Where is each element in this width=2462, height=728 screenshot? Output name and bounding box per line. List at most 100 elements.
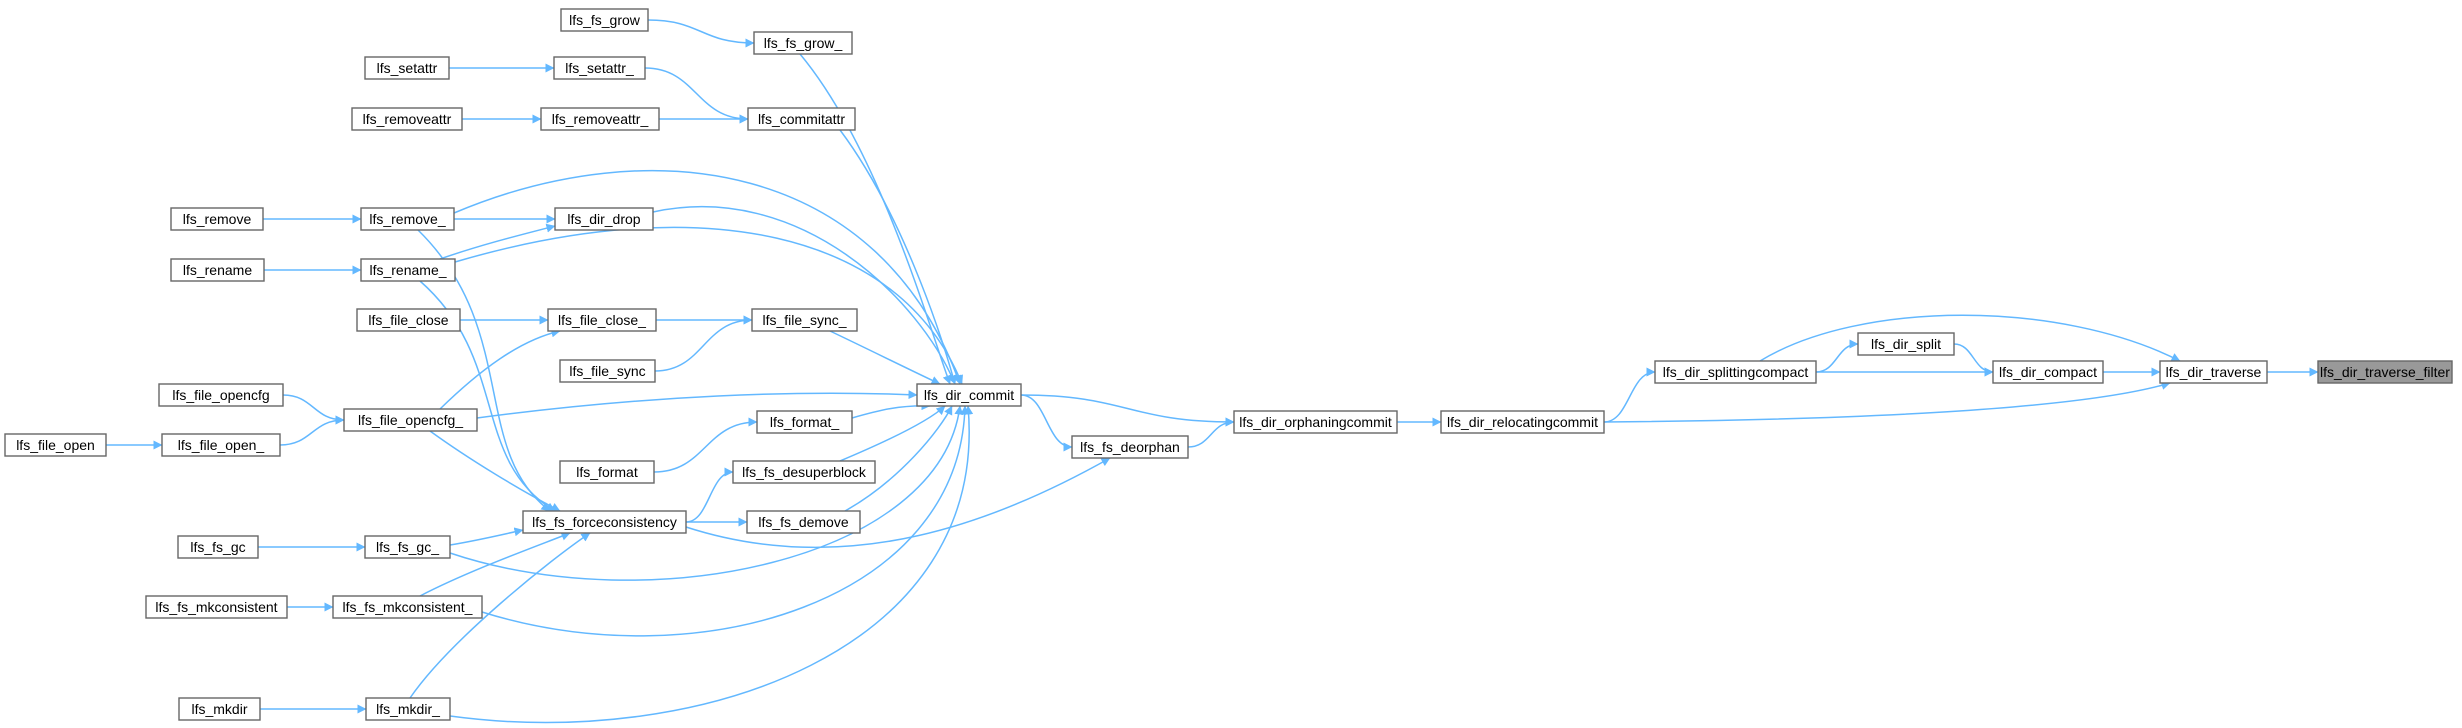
node-lfs_remove_[interactable]: lfs_remove_ <box>360 207 455 231</box>
node-lfs_file_close_[interactable]: lfs_file_close_ <box>547 308 657 332</box>
node-box <box>1654 360 1817 384</box>
node-lfs_fs_mkconsistent_[interactable]: lfs_fs_mkconsistent_ <box>332 595 483 619</box>
edge-lfs_fs_mkconsistent_-to-lfs_dir_commit <box>481 405 970 637</box>
node-lfs_fs_grow[interactable]: lfs_fs_grow <box>560 8 649 32</box>
node-label: lfs_fs_grow_ <box>764 35 843 51</box>
node-lfs_file_opencfg_[interactable]: lfs_file_opencfg_ <box>343 408 478 432</box>
node-lfs_file_opencfg[interactable]: lfs_file_opencfg <box>158 383 284 407</box>
node-lfs_dir_relocatingcommit[interactable]: lfs_dir_relocatingcommit <box>1440 410 1605 434</box>
node-lfs_removeattr_[interactable]: lfs_removeattr_ <box>540 107 660 131</box>
edge-lfs_mkdir_-to-lfs_fs_forceconsistency <box>409 532 591 699</box>
node-box <box>522 510 687 534</box>
edge-lfs_fs_mkconsistent_-to-lfs_fs_forceconsistency <box>419 531 571 597</box>
node-label: lfs_format_ <box>770 414 839 430</box>
node-lfs_setattr[interactable]: lfs_setattr <box>364 56 450 80</box>
node-label: lfs_file_open <box>16 437 95 453</box>
node-label: lfs_remove <box>183 211 252 227</box>
node-label: lfs_setattr <box>377 60 438 76</box>
node-box <box>747 107 856 131</box>
node-lfs_mkdir[interactable]: lfs_mkdir <box>178 697 261 721</box>
node-label: lfs_dir_orphaningcommit <box>1239 414 1392 430</box>
node-box <box>753 31 853 55</box>
node-label: lfs_removeattr_ <box>552 111 649 127</box>
node-box <box>540 107 660 131</box>
node-lfs_file_sync[interactable]: lfs_file_sync <box>559 359 656 383</box>
node-label: lfs_format <box>576 464 638 480</box>
node-box <box>916 383 1022 407</box>
node-lfs_commitattr[interactable]: lfs_commitattr <box>747 107 856 131</box>
node-lfs_dir_compact[interactable]: lfs_dir_compact <box>1992 360 2104 384</box>
node-box <box>178 697 261 721</box>
node-lfs_fs_desuperblock[interactable]: lfs_fs_desuperblock <box>732 460 876 484</box>
node-lfs_rename_[interactable]: lfs_rename_ <box>360 258 456 282</box>
edge-lfs_file_opencfg_-to-lfs_dir_commit <box>476 390 918 419</box>
node-box <box>145 595 288 619</box>
edge-lfs_dir_drop-to-lfs_dir_commit <box>652 206 956 385</box>
edge-lfs_fs_grow-to-lfs_fs_grow_ <box>647 19 755 48</box>
node-label: lfs_fs_grow <box>569 12 641 28</box>
node-lfs_fs_grow_[interactable]: lfs_fs_grow_ <box>753 31 853 55</box>
node-label: lfs_dir_splittingcompact <box>1663 364 1809 380</box>
edge-lfs_fs_desuperblock-to-lfs_dir_commit <box>839 405 946 462</box>
node-lfs_format[interactable]: lfs_format <box>559 460 655 484</box>
edge-lfs_dir_splittingcompact-to-lfs_dir_split <box>1815 339 1859 373</box>
node-lfs_dir_traverse[interactable]: lfs_dir_traverse <box>2159 360 2268 384</box>
node-lfs_rename[interactable]: lfs_rename <box>170 258 265 282</box>
node-lfs_remove[interactable]: lfs_remove <box>170 207 264 231</box>
node-label: lfs_dir_relocatingcommit <box>1447 414 1598 430</box>
node-lfs_fs_demove[interactable]: lfs_fs_demove <box>746 510 861 534</box>
edge-lfs_file_opencfg-to-lfs_file_opencfg_ <box>282 394 345 425</box>
node-lfs_removeattr[interactable]: lfs_removeattr <box>351 107 463 131</box>
node-lfs_file_open[interactable]: lfs_file_open <box>4 433 107 457</box>
node-label: lfs_file_open_ <box>178 437 265 453</box>
edge-lfs_file_sync-to-lfs_file_sync_ <box>654 315 753 372</box>
node-box <box>343 408 478 432</box>
node-box <box>751 308 858 332</box>
node-lfs_dir_commit[interactable]: lfs_dir_commit <box>916 383 1022 407</box>
node-box <box>158 383 284 407</box>
edge-lfs_fs_gc_-to-lfs_dir_commit <box>449 405 964 581</box>
node-lfs_fs_mkconsistent[interactable]: lfs_fs_mkconsistent <box>145 595 288 619</box>
node-lfs_mkdir_[interactable]: lfs_mkdir_ <box>365 697 451 721</box>
node-box <box>2317 360 2453 384</box>
node-box <box>356 308 461 332</box>
node-label: lfs_file_close_ <box>558 312 646 328</box>
node-box <box>559 359 656 383</box>
node-lfs_format_[interactable]: lfs_format_ <box>756 410 853 434</box>
node-label: lfs_dir_traverse_filter <box>2320 364 2450 380</box>
node-lfs_file_close[interactable]: lfs_file_close <box>356 308 461 332</box>
node-label: lfs_rename <box>183 262 252 278</box>
edge-lfs_dir_relocatingcommit-to-lfs_dir_splittingcompact <box>1603 367 1656 423</box>
node-lfs_setattr_[interactable]: lfs_setattr_ <box>553 56 646 80</box>
node-lfs_dir_drop[interactable]: lfs_dir_drop <box>554 207 654 231</box>
node-box <box>732 460 876 484</box>
node-lfs_dir_traverse_filter[interactable]: lfs_dir_traverse_filter <box>2317 360 2453 384</box>
node-lfs_fs_gc[interactable]: lfs_fs_gc <box>177 535 259 559</box>
node-lfs_file_open_[interactable]: lfs_file_open_ <box>161 433 281 457</box>
edge-lfs_dir_commit-to-lfs_fs_deorphan <box>1020 394 1073 452</box>
node-label: lfs_mkdir_ <box>376 701 440 717</box>
node-label: lfs_file_opencfg_ <box>358 412 463 428</box>
node-label: lfs_fs_mkconsistent <box>155 599 277 615</box>
node-lfs_fs_gc_[interactable]: lfs_fs_gc_ <box>364 535 451 559</box>
edge-lfs_rename_-to-lfs_dir_drop <box>439 223 556 260</box>
node-lfs_fs_deorphan[interactable]: lfs_fs_deorphan <box>1071 435 1189 459</box>
edge-lfs_dir_relocatingcommit-to-lfs_dir_traverse <box>1603 381 2171 423</box>
node-box <box>756 410 853 434</box>
node-lfs_file_sync_[interactable]: lfs_file_sync_ <box>751 308 858 332</box>
node-box <box>1992 360 2104 384</box>
edge-lfs_fs_forceconsistency-to-lfs_fs_deorphan <box>685 457 1111 549</box>
node-label: lfs_fs_gc_ <box>376 539 439 555</box>
node-lfs_dir_splittingcompact[interactable]: lfs_dir_splittingcompact <box>1654 360 1817 384</box>
node-box <box>746 510 861 534</box>
node-lfs_fs_forceconsistency[interactable]: lfs_fs_forceconsistency <box>522 510 687 534</box>
node-label: lfs_rename_ <box>369 262 446 278</box>
node-lfs_dir_orphaningcommit[interactable]: lfs_dir_orphaningcommit <box>1233 410 1398 434</box>
node-box <box>360 207 455 231</box>
node-lfs_dir_split[interactable]: lfs_dir_split <box>1857 332 1955 356</box>
node-label: lfs_dir_drop <box>567 211 640 227</box>
edge-lfs_format-to-lfs_format_ <box>653 417 758 473</box>
node-label: lfs_setattr_ <box>565 60 634 76</box>
edge-lfs_remove_-to-lfs_dir_commit <box>453 169 962 385</box>
